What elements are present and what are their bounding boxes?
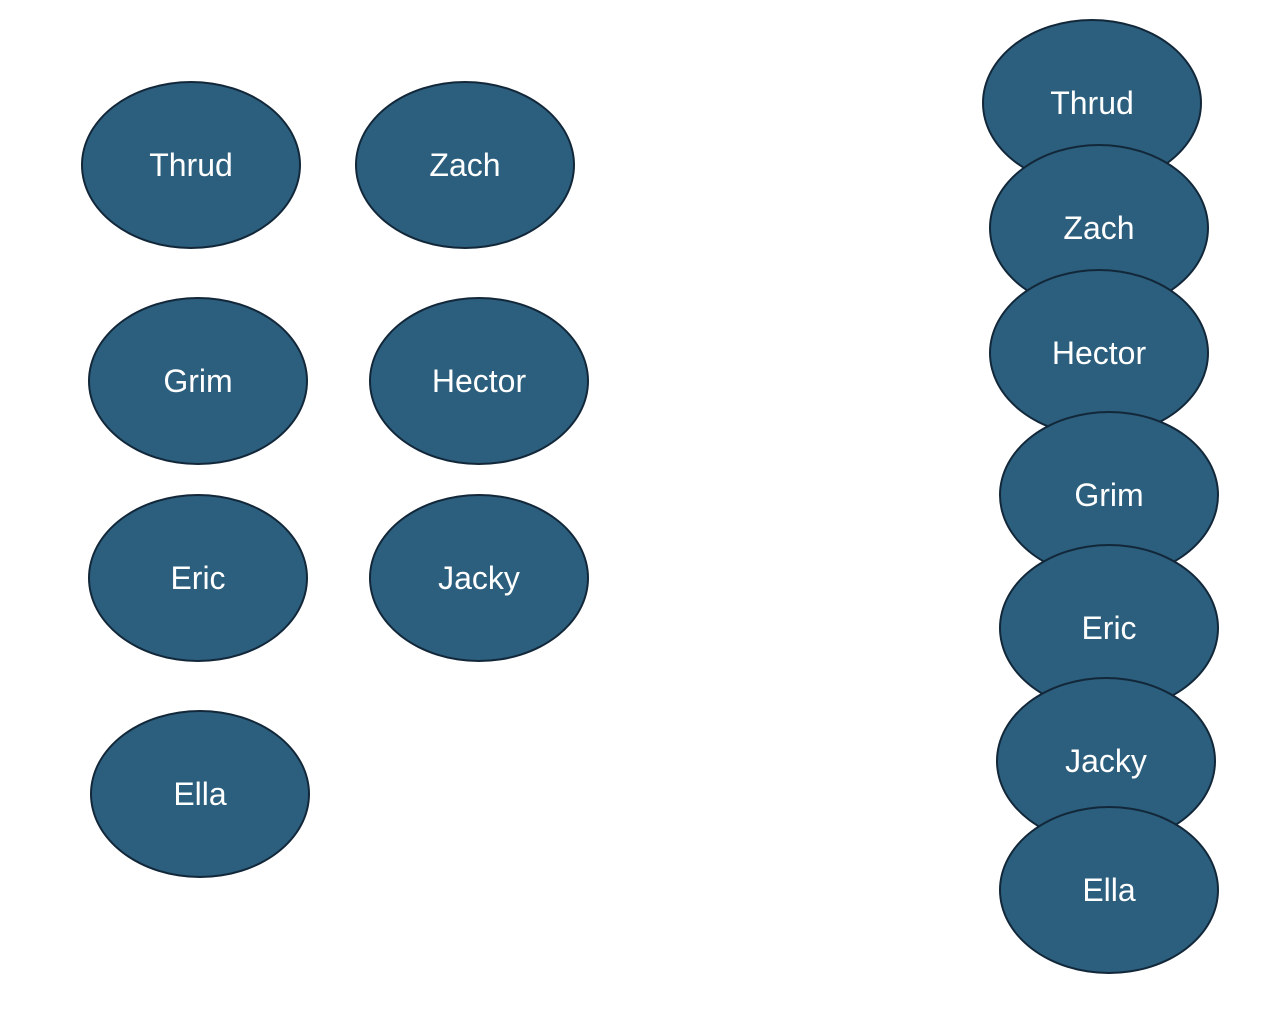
node-label: Ella: [1082, 871, 1136, 908]
node-grim[interactable]: Grim: [88, 297, 308, 465]
node-thrud[interactable]: Thrud: [81, 81, 301, 249]
node-label: Jacky: [438, 559, 520, 596]
node-label: Thrud: [149, 146, 233, 183]
node-ella[interactable]: Ella: [90, 710, 310, 878]
node-zach[interactable]: Zach: [355, 81, 575, 249]
node-label: Eric: [1081, 609, 1137, 646]
node-label: Jacky: [1065, 742, 1147, 779]
node-label: Hector: [431, 362, 527, 399]
node-label: Eric: [170, 559, 226, 596]
stack-node-ella[interactable]: Ella: [999, 806, 1219, 974]
node-label: Ella: [173, 775, 227, 812]
node-eric[interactable]: Eric: [88, 494, 308, 662]
node-hector[interactable]: Hector: [369, 297, 589, 465]
node-jacky[interactable]: Jacky: [369, 494, 589, 662]
node-label: Zach: [1063, 209, 1135, 246]
node-label: Grim: [1074, 476, 1144, 513]
node-label: Grim: [163, 362, 233, 399]
node-label: Zach: [429, 146, 501, 183]
node-label: Hector: [1051, 334, 1147, 371]
node-label: Thrud: [1050, 84, 1134, 121]
